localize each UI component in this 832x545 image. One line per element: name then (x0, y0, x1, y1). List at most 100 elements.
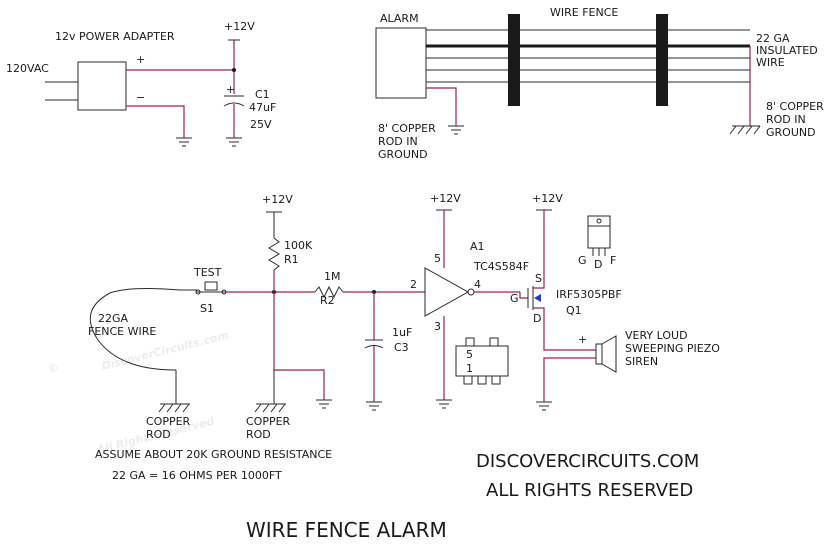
resistor-r1 (268, 237, 280, 271)
ground-symbol (729, 125, 761, 135)
q1-drain-wire (533, 307, 596, 351)
adapter-minus-sign: − (136, 91, 145, 104)
ground-symbol (536, 401, 552, 411)
r2-value: 1M (324, 270, 341, 283)
siren-ground-wire (543, 357, 596, 402)
test-switch-ref: S1 (200, 302, 214, 315)
r1-value: 100K (284, 239, 313, 252)
to220-body (587, 225, 611, 249)
fence-section: ALARM WIRE FENCE 8' COPPER ROD IN GROUND… (375, 6, 824, 161)
rod-right-line3: GROUND (766, 126, 816, 139)
q1-arrow-icon (534, 294, 541, 302)
ic-package-outline (455, 345, 509, 377)
a1-ref: A1 (470, 240, 485, 253)
wire-label-line3: WIRE (756, 56, 785, 69)
to220-pin-f: F (610, 254, 616, 267)
test-switch-label: TEST (193, 266, 222, 279)
watermark-copyright-symbol: © (46, 361, 60, 376)
ground-symbol (158, 403, 190, 413)
resistor-r2 (314, 285, 344, 299)
diagram-title: WIRE FENCE ALARM (246, 518, 447, 542)
piezo-siren-body (595, 343, 603, 365)
ground-symbol (254, 403, 286, 413)
q1-rail-label: +12V (532, 192, 563, 205)
ground-symbol (226, 137, 242, 147)
c3-ref: C3 (394, 341, 409, 354)
power-adapter-box (77, 61, 127, 111)
schmitt-inverter-a1 (424, 267, 470, 317)
fence-wire-label-line2: FENCE WIRE (88, 325, 156, 338)
q1-source-label: S (535, 272, 542, 285)
ic-package-pin (489, 337, 499, 347)
piezo-siren-horn (601, 335, 617, 373)
siren-label-line2: SWEEPING PIEZO (625, 342, 720, 355)
alarm-circuit-section: 22GA FENCE WIRE COPPER ROD TEST S1 +12V … (88, 192, 720, 441)
ground-symbol (448, 125, 464, 135)
to220-tab (587, 215, 611, 227)
input-voltage-label: 120VAC (6, 62, 49, 75)
capacitor-c1-voltage: 25V (250, 118, 272, 131)
a1-pin3-label: 3 (434, 320, 441, 333)
fence-wire-loop (89, 288, 198, 404)
rod-right-line1: 8' COPPER (766, 100, 824, 113)
wire-fence-label: WIRE FENCE (550, 6, 618, 19)
test-switch (195, 281, 227, 295)
rod-left-line1: 8' COPPER (378, 122, 436, 135)
junction-dot (232, 68, 236, 72)
a1-pin4-label: 4 (474, 278, 481, 291)
siren-label-line3: SIREN (625, 355, 658, 368)
to220-hole (596, 218, 602, 224)
credit-site: DISCOVERCIRCUITS.COM (476, 451, 699, 472)
q1-part-number: IRF5305PBF (556, 288, 622, 301)
rod-b-line1: COPPER (246, 415, 291, 428)
capacitor-c3-plate-bottom (364, 345, 384, 349)
ic-package-pin (463, 375, 473, 385)
a1-pin2-label: 2 (410, 278, 417, 291)
capacitor-c1-value: 47uF (249, 101, 276, 114)
capacitor-c1-plus: + (226, 83, 235, 96)
ground-symbol (316, 399, 332, 409)
q1-drain-label: D (533, 312, 541, 325)
note-ground-resistance: ASSUME ABOUT 20K GROUND RESISTANCE (95, 448, 332, 461)
wire-label-line2: INSULATED (756, 44, 818, 57)
power-rail-label: +12V (224, 20, 255, 33)
rod-b-line2: ROD (246, 428, 271, 441)
a1-part-number: TC4S584F (473, 260, 529, 273)
adapter-label: 12v POWER ADAPTER (55, 30, 175, 43)
adapter-negative-wire (126, 105, 185, 138)
fence-post-right (656, 14, 668, 106)
siren-label-line1: VERY LOUD (625, 329, 688, 342)
ground-symbol (176, 137, 192, 147)
gate-lead (519, 292, 528, 299)
ic-package-pin (491, 375, 501, 385)
power-supply-section: 12v POWER ADAPTER 120VAC + − +12V + C1 4… (6, 20, 276, 147)
fence-wire-label-line1: 22GA (98, 312, 129, 325)
to220-pin-g: G (578, 254, 587, 267)
a1-rail-label: +12V (430, 192, 461, 205)
a1-pin5-label: 5 (434, 252, 441, 265)
rod-a-line2: ROD (146, 428, 171, 441)
r2-ref: R2 (320, 294, 335, 307)
capacitor-c1-ref: C1 (255, 88, 270, 101)
q1-gate-label: G (510, 292, 519, 305)
ic-package-pin (465, 337, 475, 347)
ground-symbol (366, 401, 382, 411)
c3-value: 1uF (392, 326, 412, 339)
q1-source-wire (533, 210, 545, 289)
ground-rod-wire (273, 292, 325, 400)
watermark: © DiscoverCircuits.com All Rights Reserv… (46, 329, 230, 457)
q1-ref: Q1 (566, 304, 582, 317)
to220-pin-d: D (594, 258, 602, 271)
rod-left-line2: ROD IN (378, 135, 418, 148)
r1-rail-label: +12V (262, 193, 293, 206)
wire-label-line1: 22 GA (756, 32, 790, 45)
credit-rights: ALL RIGHTS RESERVED (486, 480, 693, 501)
capacitor-c1-plate-bottom (223, 102, 245, 107)
ic-package-pin (477, 375, 487, 385)
siren-plus-sign: + (578, 333, 587, 346)
rod-right-line2: ROD IN (766, 113, 806, 126)
r1-ref: R1 (284, 253, 299, 266)
alarm-ground-wire (426, 87, 457, 126)
ground-symbol (436, 399, 452, 409)
rod-a-line1: COPPER (146, 415, 191, 428)
